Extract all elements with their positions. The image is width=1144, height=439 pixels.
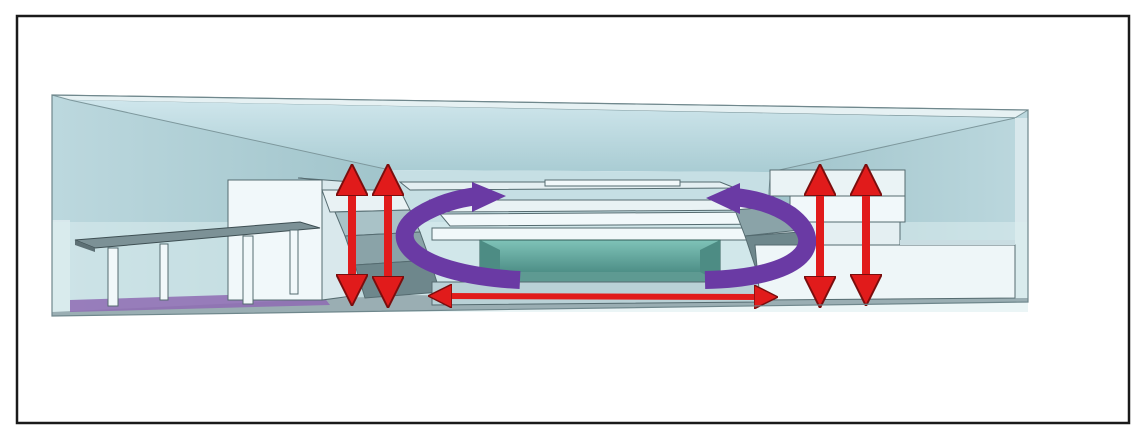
stage-plate: [438, 211, 782, 227]
vertical-arrows: [352, 180, 866, 292]
left-block: [227, 179, 323, 301]
circulation-arrow-left: [395, 187, 521, 289]
right-block: [769, 169, 906, 197]
circulation-arrowhead-left: [472, 182, 506, 212]
table-leg: [242, 235, 254, 305]
table-edge: [75, 240, 95, 252]
stage-plate: [431, 227, 796, 241]
table-leg: [107, 247, 119, 307]
tier: [321, 189, 411, 213]
circulation-arrowhead-right: [706, 183, 740, 214]
horizontal-arrow: [440, 296, 766, 297]
right-platform-edge: [900, 240, 1015, 245]
circulation-arrow-right: [704, 188, 817, 289]
table-top: [74, 221, 321, 249]
ceiling-plane: [70, 100, 1015, 172]
table-leg: [159, 243, 169, 301]
right-block: [789, 195, 906, 223]
room-outline: [51, 94, 1029, 317]
table-leg: [289, 229, 299, 295]
stage-floor: [480, 272, 720, 282]
ceiling-plate: [544, 179, 681, 187]
